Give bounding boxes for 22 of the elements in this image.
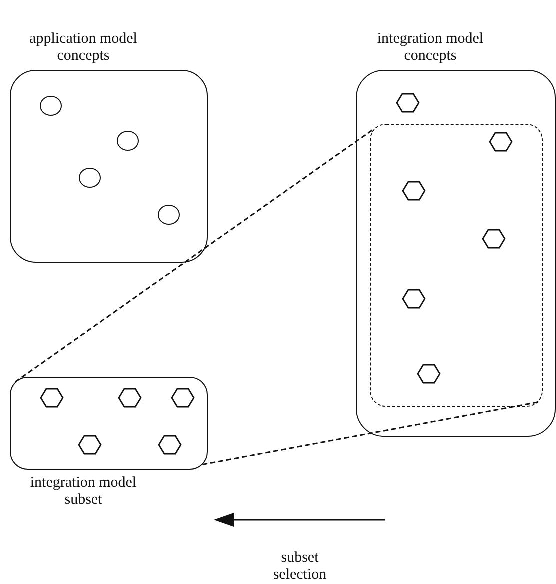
arrow-caption: subset selection [272,550,328,584]
hexagon-concept [402,181,426,201]
hexagon-concept [417,364,441,384]
circle-concept [40,96,62,116]
projection-line [14,128,376,383]
hexagon-concept [78,434,102,454]
hexagon-concept [118,388,142,408]
circle-concept [116,130,138,150]
hexagon-concept [489,132,513,152]
hexagon-concept [40,388,64,408]
group-heading: integration model subset [29,475,138,509]
hexagon-concept [396,92,420,112]
projection-line [202,402,538,466]
group-heading: application model concepts [28,31,138,65]
hexagon-concept [402,289,426,309]
hexagon-concept [170,388,194,408]
dashed-subset-box [370,124,542,406]
group-heading: integration model concepts [376,31,485,65]
hexagon-concept [482,229,506,249]
circle-concept [158,204,180,224]
hexagon-concept [158,434,182,454]
circle-concept [78,168,100,188]
